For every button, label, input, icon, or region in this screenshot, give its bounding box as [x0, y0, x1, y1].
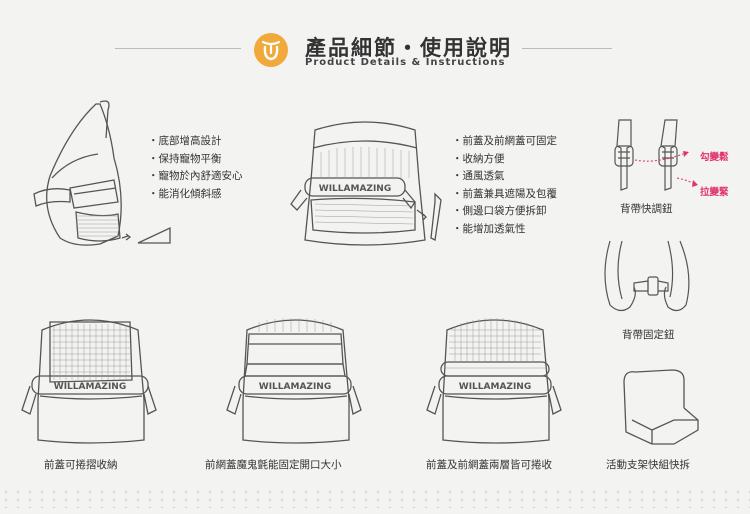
- backpack-side-view-illustration: [33, 100, 171, 246]
- backpack-both-rolled-illustration: WILLAMAZING: [426, 318, 562, 444]
- decorative-dot-band: [0, 488, 750, 508]
- feature-item: 保持寵物平衡: [148, 151, 243, 169]
- strap-tighten-label: 勾變鬆: [700, 152, 729, 163]
- feature-item: 前蓋及前網蓋可固定: [452, 133, 558, 151]
- strap-quick-adjust-illustration: [614, 119, 698, 191]
- caption-mesh-velcro: 前網蓋魔鬼氈能固定開口大小: [205, 459, 342, 471]
- feature-item: 前蓋兼具遮陽及包覆: [452, 186, 558, 204]
- brand-mark: WILLAMAZING: [459, 382, 531, 392]
- brand-mark: WILLAMAZING: [319, 184, 391, 194]
- strap-fixed-buckle-caption: 背帶固定鈕: [622, 329, 675, 341]
- feature-item: 通風透氣: [452, 168, 557, 186]
- backpack-cover-rolled-illustration: WILLAMAZING: [21, 319, 157, 444]
- feature-list-left: 底部增高設計 保持寵物平衡 寵物於內舒適安心 能消化傾斜感: [148, 133, 243, 203]
- strap-loosen-label: 拉變緊: [700, 187, 729, 198]
- feature-item: 能消化傾斜感: [148, 186, 243, 204]
- caption-both-rolled: 前蓋及前網蓋兩層皆可捲收: [426, 459, 552, 471]
- brand-mark: WILLAMAZING: [259, 382, 331, 392]
- feature-list-middle: 前蓋及前網蓋可固定 收納方便 通風透氣 前蓋兼具遮陽及包覆 側邊口袋方便拆卸 能…: [452, 133, 558, 239]
- brand-mark: WILLAMAZING: [54, 382, 126, 392]
- page-title: 產品細節・使用說明: [305, 36, 512, 60]
- feature-item: 底部增高設計: [148, 133, 243, 151]
- backpack-front-rolled-cover-illustration: WILLAMAZING: [290, 121, 442, 246]
- header-rule-right: [522, 48, 612, 49]
- feature-item: 收納方便: [452, 151, 557, 169]
- support-stand-illustration: [623, 369, 699, 445]
- page-subtitle: Product Details & Instructions: [305, 57, 506, 68]
- caption-cover-rolled: 前蓋可捲摺收納: [44, 459, 118, 471]
- header-rule-left: [115, 48, 241, 49]
- caption-support-stand: 活動支架快組快拆: [606, 459, 690, 471]
- feature-item: 能增加透氣性: [452, 221, 557, 239]
- feature-item: 寵物於內舒適安心: [148, 168, 243, 186]
- strap-fixed-buckle-illustration: [604, 240, 690, 312]
- strap-quick-adjust-caption: 背帶快調鈕: [620, 203, 673, 215]
- backpack-mesh-velcro-illustration: WILLAMAZING: [226, 318, 362, 444]
- feature-item: 側邊口袋方便拆卸: [452, 203, 557, 221]
- brand-logo-icon: [254, 33, 288, 67]
